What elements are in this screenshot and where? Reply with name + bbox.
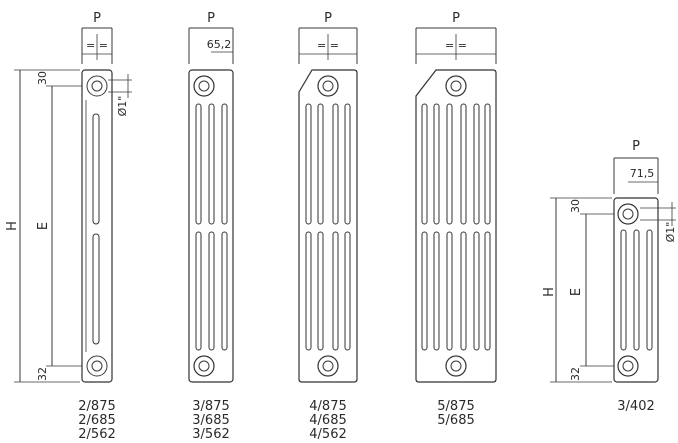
depth-label-3: P xyxy=(324,11,332,26)
center-distance-label-5: E xyxy=(569,288,584,296)
depth-value-label: 65,2 xyxy=(207,38,232,51)
model-label: 4/562 xyxy=(309,427,346,442)
height-label-1: H xyxy=(5,221,20,231)
center-distance-label-1: E xyxy=(36,222,51,230)
model-label: 4/685 xyxy=(309,413,346,428)
bottom-offset-label-small: 32 xyxy=(569,367,582,381)
top-offset-label: 30 xyxy=(36,71,49,85)
equal-mark-3: = = xyxy=(317,39,339,52)
radiator-3-column-small: P 71,5 H E 30 32 Ø1" 3/402 xyxy=(542,139,677,414)
connection-size-label-5: Ø1" xyxy=(664,222,677,243)
connection-size-label-1: Ø1" xyxy=(116,96,129,117)
model-label: 3/685 xyxy=(192,413,229,428)
depth-label-1: P xyxy=(93,11,101,26)
radiator-5-column: P = = 5/875 5/685 xyxy=(415,11,497,428)
depth-label-2: P xyxy=(207,11,215,26)
model-label: 2/875 xyxy=(78,399,115,414)
bottom-offset-label: 32 xyxy=(36,367,49,381)
depth-value-small-label: 71,5 xyxy=(630,167,655,180)
model-label: 3/402 xyxy=(617,399,654,414)
model-label: 2/562 xyxy=(78,427,115,442)
model-label: 5/875 xyxy=(437,399,474,414)
radiator-2-column: P = = H E 30 32 Ø1" 2/875 2/685 xyxy=(5,11,132,442)
equal-mark-1: = = xyxy=(86,39,108,52)
radiator-4-column: P = = 4/875 4/685 4/562 xyxy=(298,11,358,442)
depth-label-4: P xyxy=(452,11,460,26)
depth-label-5: P xyxy=(632,139,640,154)
model-label: 3/562 xyxy=(192,427,229,442)
radiator-3-column: P 65,2 3/875 3/685 3/562 xyxy=(188,11,234,442)
model-label: 5/685 xyxy=(437,413,474,428)
model-label: 4/875 xyxy=(309,399,346,414)
equal-mark-4: = = xyxy=(445,39,467,52)
top-offset-label-small: 30 xyxy=(569,199,582,213)
model-label: 2/685 xyxy=(78,413,115,428)
model-label: 3/875 xyxy=(192,399,229,414)
height-label-5: H xyxy=(542,287,557,297)
